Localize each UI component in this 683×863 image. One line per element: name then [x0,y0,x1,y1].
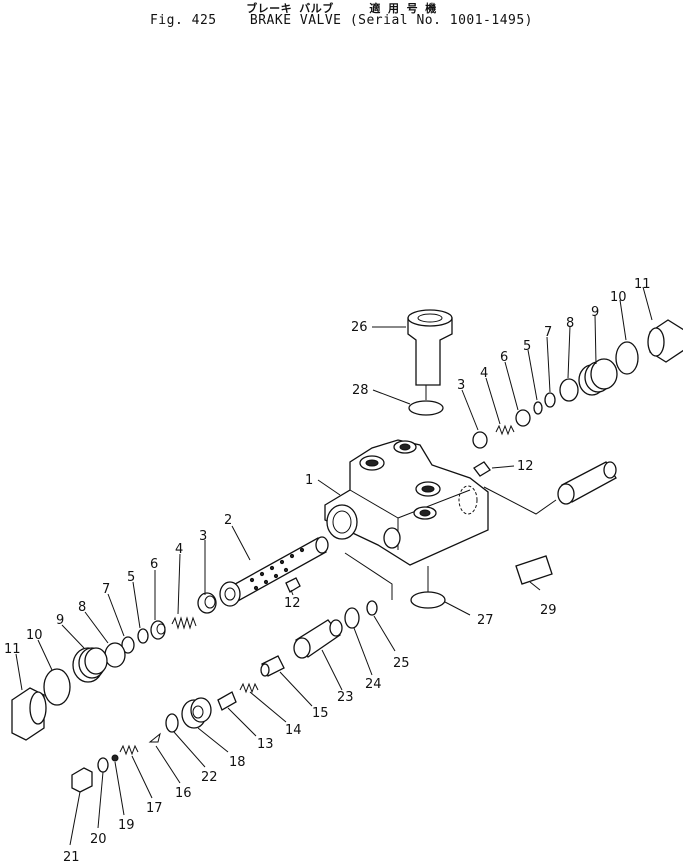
part-6-retainer-right [515,409,531,427]
callout-5: 5 [127,570,135,585]
part-26-sleeve [407,309,453,386]
part-9-spring [72,647,108,683]
callout-22: 22 [201,770,218,785]
callout-28: 28 [352,383,369,398]
callout-9-right: 9 [591,305,599,320]
part-4-spring [171,616,197,630]
part-28-o-ring [408,400,444,416]
part-10-o-ring-right [615,341,639,375]
part-8-backup-ring-right [559,378,579,402]
callout-17: 17 [146,801,163,816]
callout-12-right: 12 [517,459,534,474]
callout-29: 29 [540,603,557,618]
callout-5-right: 5 [523,339,531,354]
callout-9: 9 [56,613,64,628]
callout-13: 13 [257,737,274,752]
part-6-retainer [150,620,166,640]
part-19-ball [111,754,119,762]
part-4-spring-right [495,424,515,436]
callout-7: 7 [102,582,110,597]
callout-8: 8 [78,600,86,615]
callout-4-right: 4 [480,366,488,381]
callout-20: 20 [90,832,107,847]
callout-18: 18 [229,755,246,770]
part-12-nut-right [473,461,491,477]
callout-3: 3 [199,529,207,544]
part-valve-assembly-right [557,461,617,505]
figure-title-japanese: ブレーキ バルブ 適 用 号 機 [246,2,437,15]
part-14-spring [239,682,259,694]
callout-2: 2 [224,513,232,528]
part-3-plug-right [472,431,488,449]
part-12-nut [285,577,301,593]
part-25-o-ring [366,600,378,616]
callout-10-right: 10 [610,290,627,305]
callout-labels: 1 2 3 4 5 6 7 8 9 10 11 12 13 14 15 16 1… [4,277,651,863]
part-22-o-ring [165,713,179,733]
part-5-ring [137,628,149,644]
part-23-valve [293,619,343,659]
callout-25: 25 [393,656,410,671]
part-11-plug [11,687,47,741]
callout-14: 14 [285,723,302,738]
callout-27: 27 [477,613,494,628]
part-16-pin [148,732,161,743]
callout-24: 24 [365,677,382,692]
leader-lines [15,286,653,846]
part-1-valve-body [324,439,489,566]
part-10-o-ring [43,668,71,706]
callout-19: 19 [118,818,135,833]
callout-21: 21 [63,850,80,863]
callout-11-right: 11 [634,277,651,292]
part-18-sleeve [181,697,212,729]
callout-1: 1 [305,473,313,488]
part-24-o-ring [344,607,360,629]
callout-15: 15 [312,706,329,721]
part-20-o-ring [97,757,109,773]
part-8-backup-ring [104,642,126,668]
callout-11: 11 [4,642,21,657]
guide-lines [344,385,557,600]
callout-26: 26 [351,320,368,335]
part-29-label-plate [515,555,553,585]
callout-4: 4 [175,542,183,557]
callout-8-right: 8 [566,316,574,331]
part-17-spring [119,744,139,756]
part-13-poppet [217,691,237,711]
part-15-sleeve [260,655,285,677]
callout-10: 10 [26,628,43,643]
part-11-plug-right [647,319,683,363]
part-9-spring-right [578,358,618,396]
part-5-ring-right [533,401,543,415]
part-7-snap-ring [121,636,135,654]
callout-3-right: 3 [457,378,465,393]
callout-23: 23 [337,690,354,705]
callout-6-right: 6 [500,350,508,365]
callout-7-right: 7 [544,325,552,340]
part-3-plug [197,592,217,614]
callout-16: 16 [175,786,192,801]
callout-12: 12 [284,596,301,611]
part-7-snap-ring-right [544,392,556,408]
figure-title: Fig. 425 BRAKE VALVE (Serial No. 1001-14… [149,13,534,28]
part-2-spool [219,536,329,607]
part-27-o-ring [410,591,446,609]
callout-6: 6 [150,557,158,572]
part-21-plug [71,767,93,793]
